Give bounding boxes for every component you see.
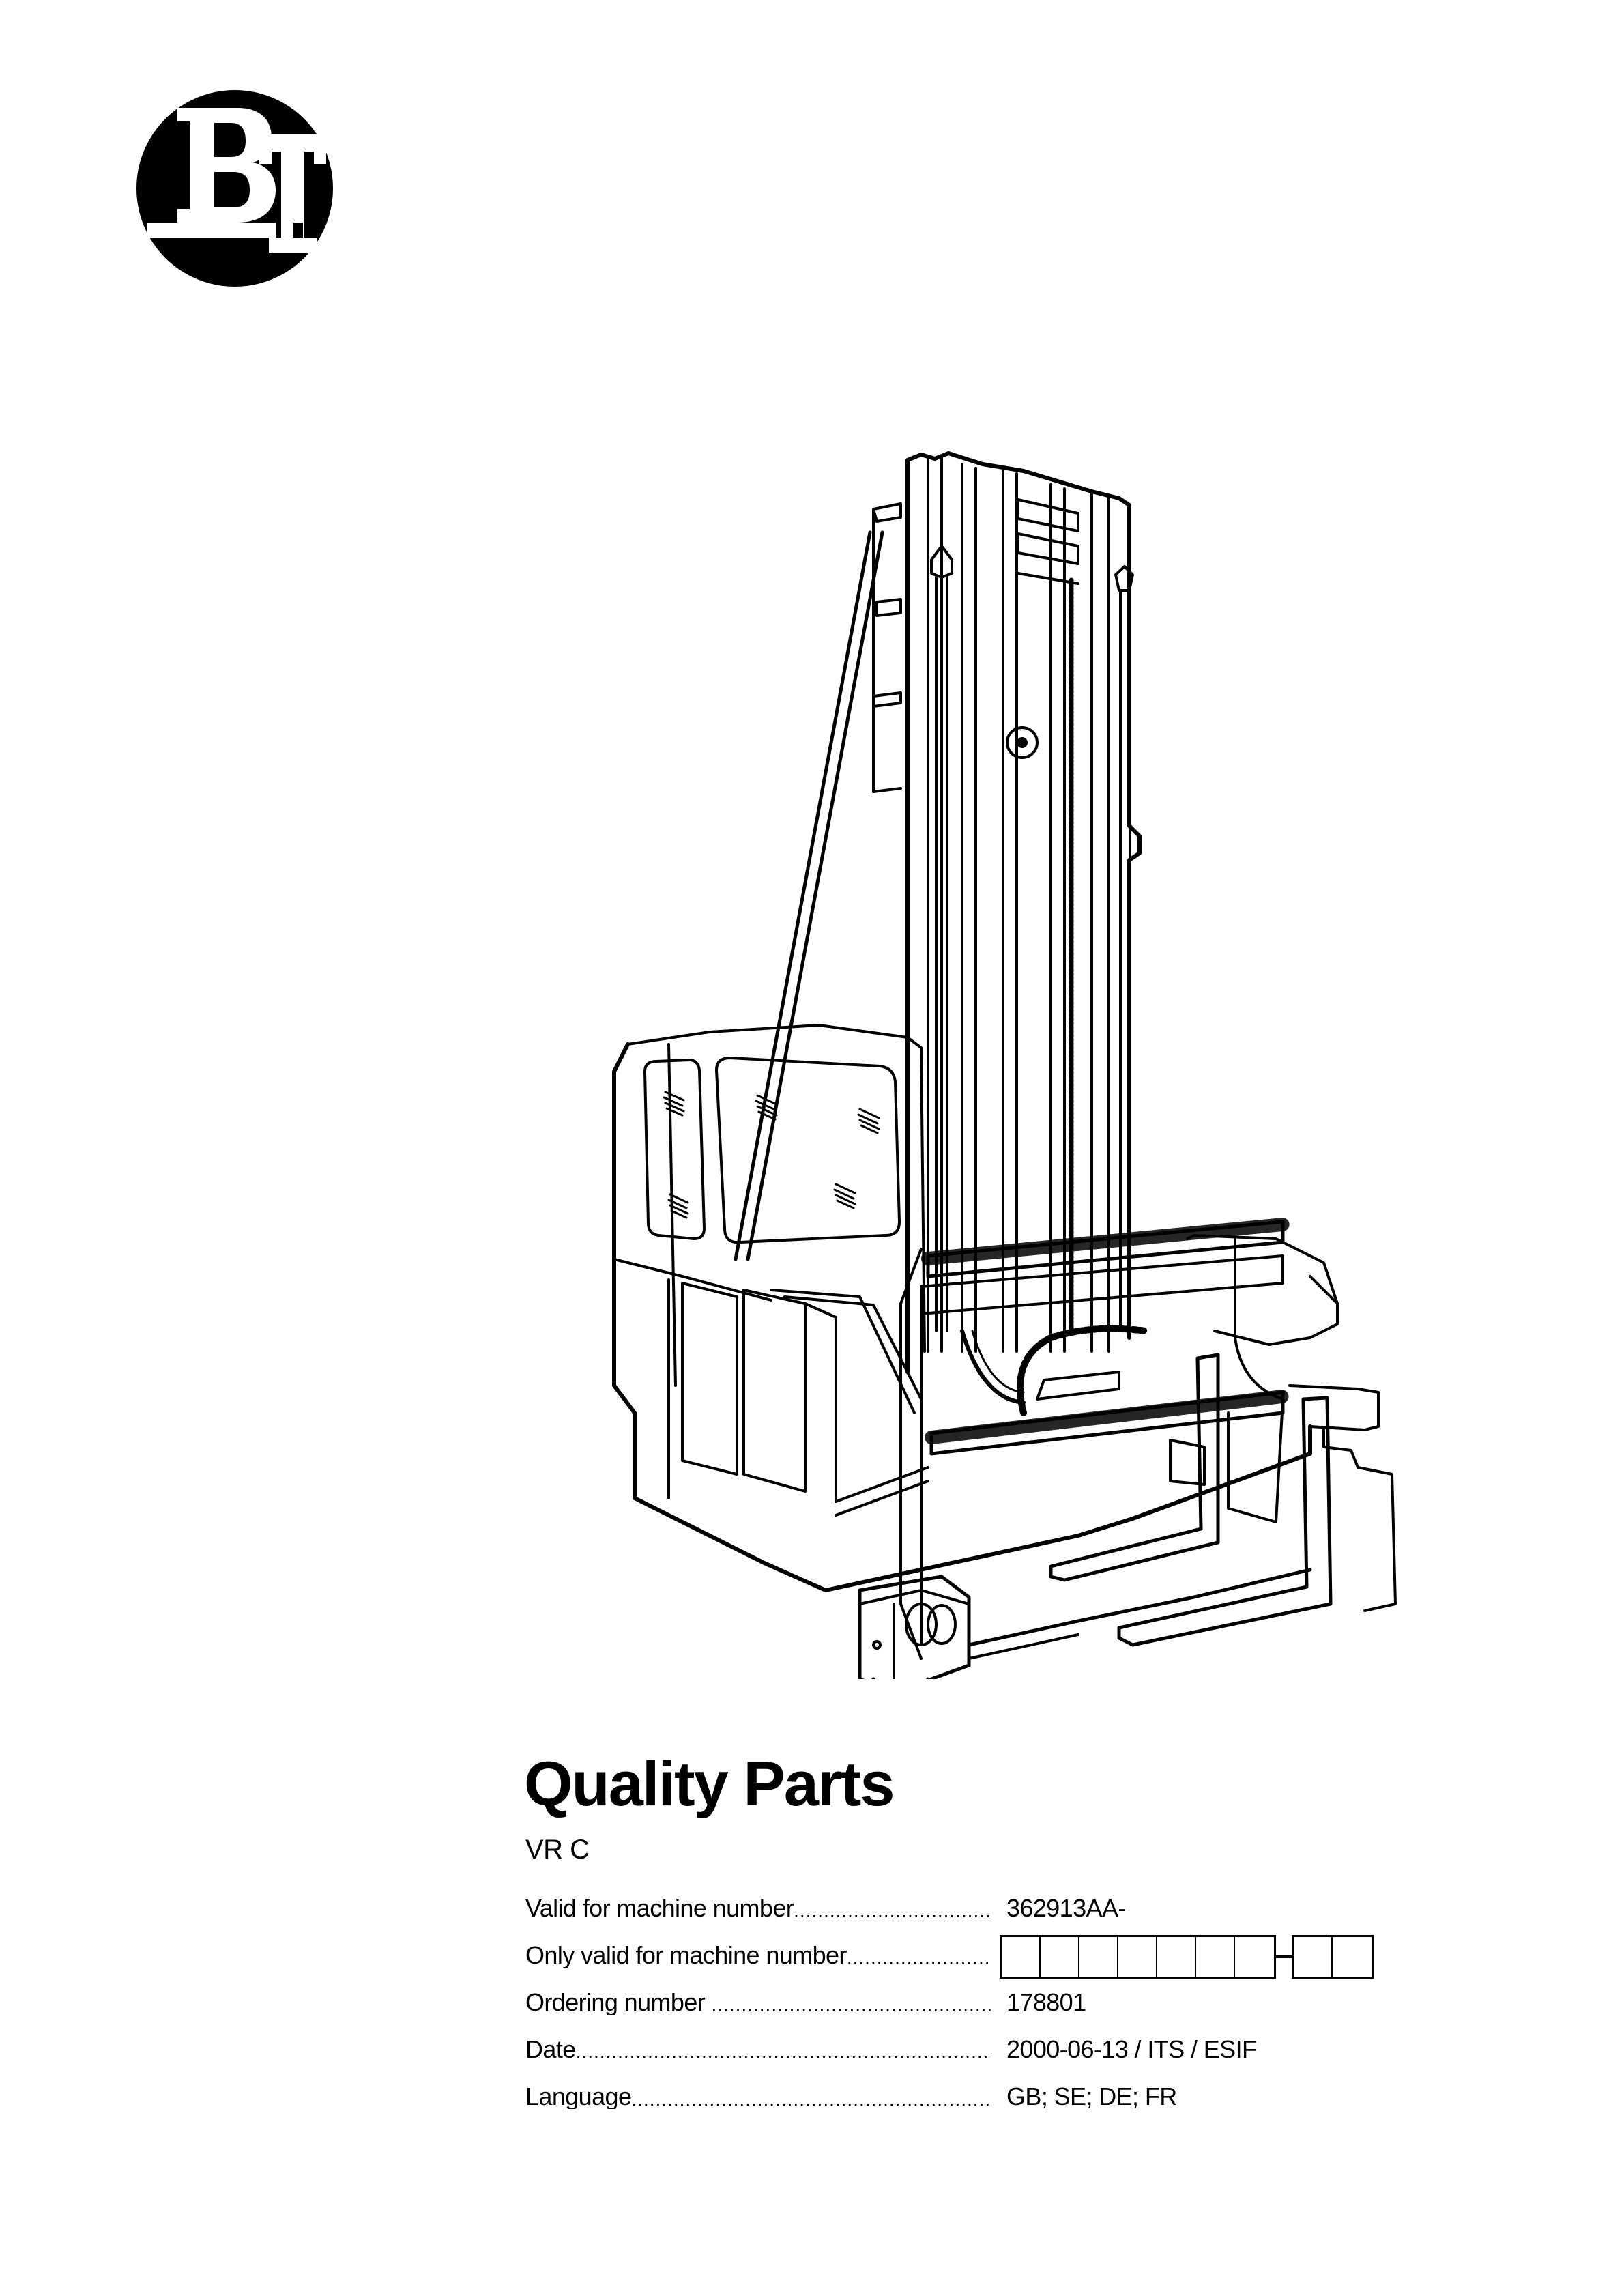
spec-row-only-valid-machine-number: Only valid for machine number ..........…	[525, 1935, 1412, 1990]
entry-box[interactable]	[1041, 1937, 1079, 1977]
spec-label: Ordering number	[525, 1990, 712, 2015]
entry-box[interactable]	[1079, 1937, 1118, 1977]
bt-logo-icon	[136, 90, 333, 287]
dot-leader: ........................................…	[794, 1902, 991, 1921]
spec-row-valid-machine-number: Valid for machine number ...............…	[525, 1896, 1412, 1943]
spec-value-machine-number: 362913AA-	[1006, 1894, 1126, 1922]
spec-label: Only valid for machine number	[525, 1943, 847, 1968]
dot-leader: ........................................…	[631, 2090, 991, 2109]
spec-value-ordering-number: 178801	[1006, 1988, 1086, 2016]
spec-table: Valid for machine number ...............…	[525, 1896, 1412, 2132]
document-title: Quality Parts	[524, 1749, 895, 1819]
spec-row-ordering-number: Ordering number ........................…	[525, 1990, 1412, 2037]
entry-box[interactable]	[1196, 1937, 1235, 1977]
entry-box[interactable]	[1333, 1937, 1372, 1977]
spec-label: Date	[525, 2037, 576, 2062]
spec-row-date: Date ...................................…	[525, 2037, 1412, 2084]
spec-value-language: GB; SE; DE; FR	[1006, 2082, 1177, 2110]
spec-label: Valid for machine number	[525, 1896, 794, 1921]
dot-leader: ........................................…	[575, 2043, 991, 2062]
entry-box[interactable]	[1235, 1937, 1274, 1977]
entry-box[interactable]	[1157, 1937, 1196, 1977]
entry-box[interactable]	[1118, 1937, 1157, 1977]
forklift-truck-illustration-icon	[612, 451, 1397, 1679]
dot-leader: ........................................…	[711, 1996, 991, 2015]
entry-box[interactable]	[1002, 1937, 1041, 1977]
spec-row-language: Language ...............................…	[525, 2084, 1412, 2132]
spec-label: Language	[525, 2084, 632, 2109]
machine-number-main-boxes	[1000, 1935, 1276, 1979]
entry-box[interactable]	[1294, 1937, 1333, 1977]
machine-number-entry-boxes[interactable]	[1000, 1935, 1374, 1979]
model-name: VR C	[525, 1835, 590, 1865]
spec-value-date: 2000-06-13 / ITS / ESIF	[1006, 2035, 1257, 2063]
dot-leader: ........................................…	[846, 1949, 991, 1968]
machine-number-suffix-boxes	[1292, 1935, 1374, 1979]
hyphen-separator	[1276, 1955, 1292, 1958]
